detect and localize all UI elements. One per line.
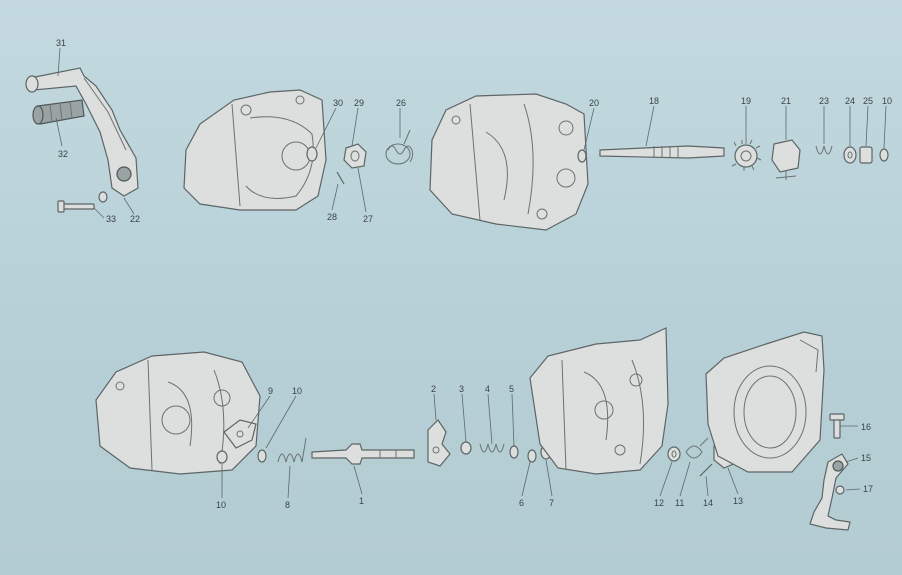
washer: [98, 191, 108, 203]
callout-13: 13: [733, 496, 743, 506]
callout-15: 15: [861, 453, 871, 463]
callout-23: 23: [819, 96, 829, 106]
leader-lines: [55, 47, 887, 499]
callout-28: 28: [327, 212, 337, 222]
callout-5: 5: [509, 384, 514, 394]
return-spring: [385, 129, 414, 165]
oil-seal: [306, 146, 318, 162]
callout-30: 30: [333, 98, 343, 108]
crankcase-half-bottom-middle: [529, 327, 669, 475]
washer-outer: [527, 449, 537, 463]
pin: [336, 171, 345, 185]
oil-seal-right: [667, 446, 681, 462]
callout-10-top: 10: [882, 96, 892, 106]
spring-clip: [685, 437, 709, 459]
washer-left: [216, 450, 228, 464]
spring-small: [815, 145, 833, 155]
callout-10-left: 10: [292, 386, 302, 396]
crankcase-half-top-middle: [429, 93, 589, 231]
callout-27: 27: [363, 214, 373, 224]
gear-selector-shaft: [311, 443, 415, 465]
kickstart-gear: [731, 139, 762, 171]
callout-11: 11: [675, 498, 684, 508]
ratchet-nut: [343, 143, 367, 169]
callout-numbers: 31 32 33 22 30 29 26 28 27 20 18 19 21 2…: [56, 38, 892, 510]
bolt: [57, 200, 95, 213]
circlip: [577, 149, 587, 163]
dowel-pin: [699, 463, 713, 477]
callout-10-bottom: 10: [216, 500, 226, 510]
thrust-washer: [843, 146, 857, 164]
rubber-grip: [32, 99, 85, 125]
selector-spring-small: [479, 443, 505, 453]
callout-29: 29: [354, 98, 364, 108]
callout-24: 24: [845, 96, 855, 106]
selector-arm: [223, 419, 257, 449]
crankcase-half-bottom-left: [95, 351, 261, 475]
pedal-bolt: [835, 485, 845, 495]
washer-right: [257, 449, 267, 463]
callout-17: 17: [863, 484, 873, 494]
washer-inner: [509, 445, 519, 459]
callout-32: 32: [58, 149, 68, 159]
callout-33: 33: [106, 214, 116, 224]
selector-spring: [277, 437, 307, 463]
washer-selector: [460, 441, 472, 455]
kickstart-shaft: [599, 145, 725, 159]
callout-4: 4: [485, 384, 490, 394]
screw: [829, 413, 845, 439]
bush: [859, 146, 873, 164]
callout-25: 25: [863, 96, 873, 106]
kickstart-lever: [25, 67, 139, 197]
callout-20: 20: [589, 98, 599, 108]
callout-18: 18: [649, 96, 659, 106]
end-washer: [879, 148, 889, 162]
selector-plate: [427, 419, 451, 467]
callout-12: 12: [654, 498, 664, 508]
side-cover: [705, 331, 825, 473]
callout-8: 8: [285, 500, 290, 510]
callout-21: 21: [781, 96, 791, 106]
callout-14: 14: [703, 498, 713, 508]
callout-6: 6: [519, 498, 524, 508]
callout-1: 1: [359, 496, 364, 506]
callout-7: 7: [549, 498, 554, 508]
callout-16: 16: [861, 422, 871, 432]
callout-3: 3: [459, 384, 464, 394]
callout-22: 22: [130, 214, 140, 224]
callout-19: 19: [741, 96, 751, 106]
crankcase-half-top-left: [183, 89, 327, 211]
callout-2: 2: [431, 384, 436, 394]
callout-9: 9: [268, 386, 273, 396]
ratchet-pawl: [771, 139, 801, 180]
callout-26: 26: [396, 98, 406, 108]
callout-31: 31: [56, 38, 66, 48]
gear-pedal: [809, 453, 851, 531]
